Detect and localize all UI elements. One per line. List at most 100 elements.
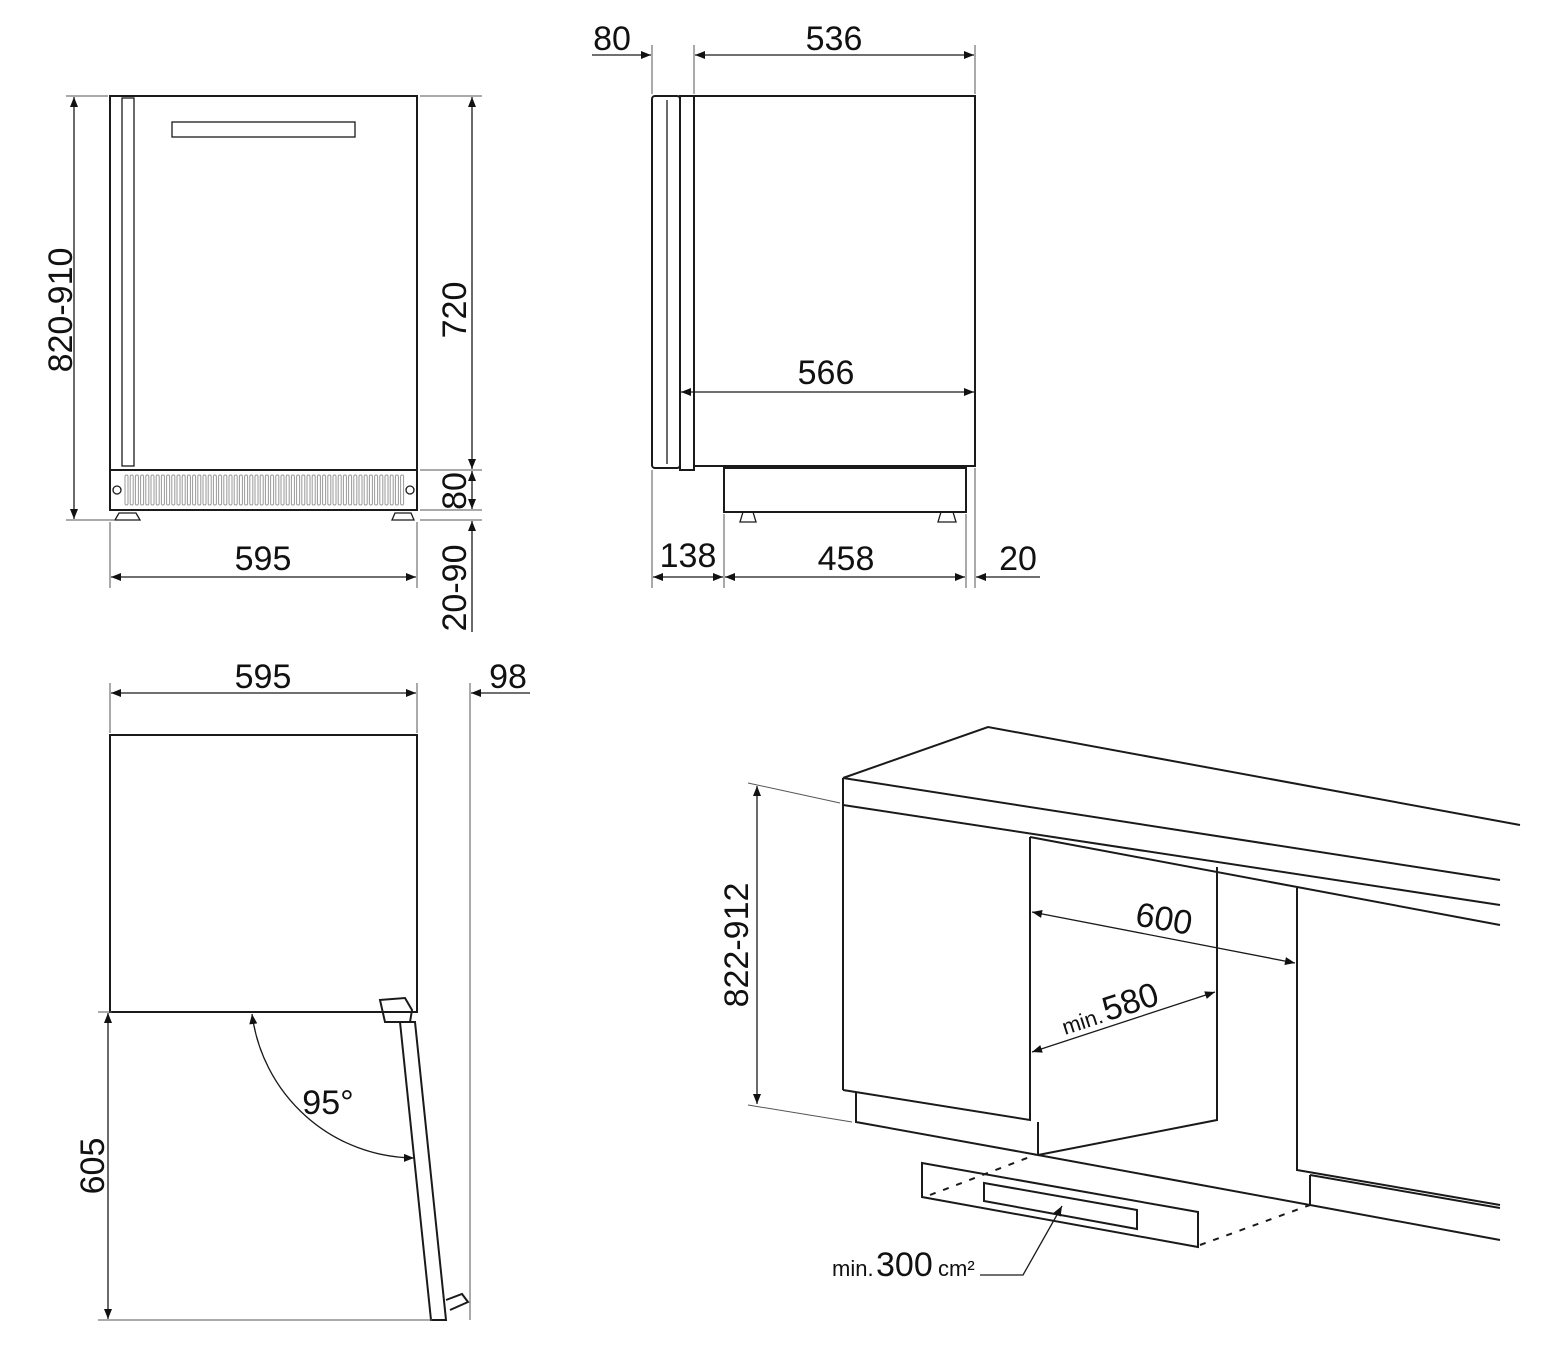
grille-slot [389, 474, 394, 506]
grille-slot [202, 474, 207, 506]
vent-grille [124, 474, 405, 506]
dim-min-depth: min. 580 [1059, 975, 1164, 1040]
grille-slot [238, 474, 243, 506]
countertop-edges [842, 777, 1501, 926]
screw [112, 485, 122, 495]
grille-slot [270, 474, 275, 506]
grille-slot [368, 474, 373, 506]
dim-rear-gap: 20 [999, 540, 1037, 578]
grille-slot [171, 474, 176, 506]
dim-niche-width: 600 [1133, 896, 1195, 943]
grille-slot [296, 474, 301, 506]
vent-leader [980, 1205, 1063, 1276]
vent-area-label: min. 300 cm² [832, 1246, 975, 1284]
grille-slot [348, 474, 353, 506]
grille-slot [140, 474, 145, 506]
dim-width: 595 [235, 540, 292, 578]
grille-slot [280, 474, 285, 506]
min-depth-value: 580 [1098, 975, 1164, 1029]
dim-top-width: 595 [235, 658, 292, 696]
plinth-grille [109, 469, 418, 511]
grille-slot [176, 474, 181, 506]
right-plinth [1309, 1174, 1501, 1241]
side-view: 80 536 566 138 458 20 [592, 20, 1040, 588]
grille-slot [150, 474, 155, 506]
grille-slot [400, 474, 405, 506]
grille-slot [374, 474, 379, 506]
grille-slot [129, 474, 134, 506]
grille-slot [244, 474, 249, 506]
hinge [378, 996, 414, 1023]
grille-slot [228, 474, 233, 506]
side-body [693, 95, 976, 467]
foot [113, 512, 142, 521]
grille-slot [394, 474, 399, 506]
grille-slot [332, 474, 337, 506]
min-depth-prefix: min. [1059, 1003, 1106, 1040]
grille-slot [160, 474, 165, 506]
grille-slot [249, 474, 254, 506]
display-panel [171, 121, 356, 138]
grille-slot [275, 474, 280, 506]
grille-slot [311, 474, 316, 506]
grille-slot [384, 474, 389, 506]
dim-door-depth: 80 [593, 20, 631, 58]
grille-slot [223, 474, 228, 506]
front-body [109, 95, 418, 471]
side-plinth [723, 467, 967, 513]
dim-plinth-offset: 138 [660, 537, 717, 575]
dim-door-clearance: 98 [489, 658, 527, 696]
dim-height-feet: 20-90 [436, 545, 474, 632]
right-cabinet [1296, 888, 1501, 1206]
dim-door-angle: 95° [302, 1084, 353, 1122]
dim-plinth-depth: 458 [818, 540, 875, 578]
grille-slot [155, 474, 160, 506]
vent-area: 300 [876, 1246, 933, 1284]
grille-slot [124, 474, 129, 506]
door-handle [121, 97, 135, 467]
door-profile [651, 95, 681, 469]
dim-height-plinth: 80 [436, 472, 474, 510]
grille-slot [337, 474, 342, 506]
vent-grille-panel [921, 1161, 1199, 1249]
vent-prefix: min. [832, 1256, 874, 1281]
dim-door-open-depth: 605 [74, 1138, 112, 1195]
grille-slot [218, 474, 223, 506]
grille-slot [285, 474, 290, 506]
door-frame [679, 95, 695, 471]
grille-slot [134, 474, 139, 506]
countertop-top [842, 725, 1521, 826]
grille-slot [166, 474, 171, 506]
hidden-lines [929, 1154, 1311, 1246]
dim-total-depth: 566 [798, 354, 855, 392]
foot [937, 511, 957, 523]
grille-slot [254, 474, 259, 506]
grille-slot [327, 474, 332, 506]
grille-slot [379, 474, 384, 506]
grille-slot [358, 474, 363, 506]
dim-body-depth: 536 [806, 20, 863, 58]
grille-slot [316, 474, 321, 506]
left-plinth [855, 1092, 1039, 1157]
grille-slot [259, 474, 264, 506]
open-door [398, 1021, 448, 1321]
grille-slot [212, 474, 217, 506]
vent-opening [983, 1181, 1138, 1231]
door-handle-top [445, 1292, 470, 1311]
grille-slot [342, 474, 347, 506]
top-body [109, 734, 418, 1013]
front-view: 820-910 720 80 20-90 595 [42, 95, 482, 632]
top-view: 595 98 605 95° [74, 658, 530, 1321]
dim-height-body: 720 [436, 282, 474, 339]
grille-slot [290, 474, 295, 506]
dim-niche-height: 822-912 [718, 883, 756, 1008]
grille-slot [145, 474, 150, 506]
grille-slot [322, 474, 327, 506]
screw [405, 485, 415, 495]
grille-slot [233, 474, 238, 506]
angle-arc [249, 1013, 415, 1162]
grille-slot [264, 474, 269, 506]
grille-slot [301, 474, 306, 506]
dim-height-total: 820-910 [42, 248, 80, 373]
